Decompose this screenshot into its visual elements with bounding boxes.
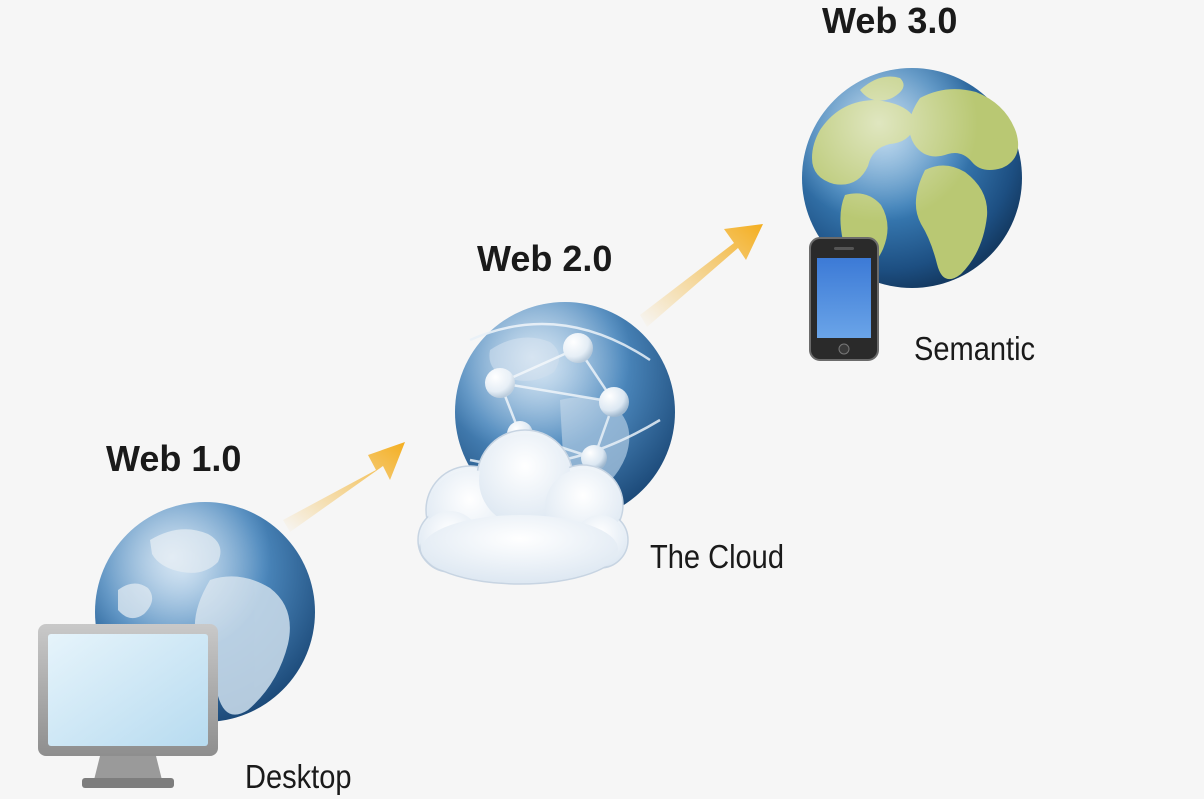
stage-title-web3: Web 3.0 bbox=[822, 0, 958, 41]
stage-caption-desktop: Desktop bbox=[245, 758, 352, 795]
stage-caption-semantic: Semantic bbox=[914, 330, 1036, 367]
stage-title-web1: Web 1.0 bbox=[106, 438, 242, 479]
smartphone-icon bbox=[809, 237, 879, 361]
stage-caption-cloud: The Cloud bbox=[650, 538, 784, 575]
stage-title-web2: Web 2.0 bbox=[477, 238, 613, 279]
arrow-icon bbox=[283, 442, 405, 532]
globe-icon bbox=[802, 68, 1022, 288]
arrow-icon bbox=[640, 224, 763, 327]
cloud-icon bbox=[417, 429, 629, 585]
desktop-monitor-icon bbox=[38, 624, 218, 788]
